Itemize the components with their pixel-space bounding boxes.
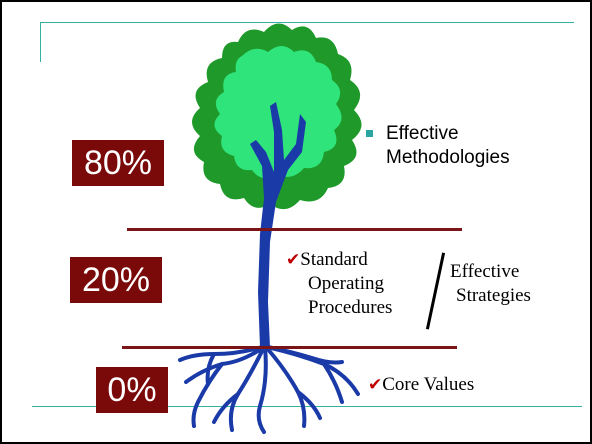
level-line-lower bbox=[122, 346, 457, 349]
checkmark-icon: ✔ bbox=[286, 250, 301, 270]
canopy-text-line2: Methodologies bbox=[386, 147, 510, 168]
sop-text: ✔Standard Operating Procedures bbox=[286, 248, 392, 320]
sop-text-line2: Operating bbox=[308, 273, 384, 294]
canopy-text: Effective Methodologies bbox=[386, 122, 510, 170]
strategies-text-line2: Strategies bbox=[456, 285, 531, 306]
tree-trunk bbox=[250, 102, 306, 347]
sop-text-line1: Standard bbox=[300, 249, 368, 270]
level-line-upper bbox=[127, 228, 462, 231]
core-values-text: ✔Core Values bbox=[368, 373, 474, 397]
percent-label-0: 0% bbox=[96, 367, 168, 413]
left-decor-line bbox=[40, 22, 41, 62]
strategies-text-line1: Effective bbox=[450, 261, 520, 282]
percent-label-80: 80% bbox=[72, 140, 164, 186]
checkmark-icon: ✔ bbox=[368, 375, 383, 395]
sop-text-line3: Procedures bbox=[308, 297, 393, 318]
bottom-decor-line bbox=[32, 406, 582, 407]
tree-roots bbox=[178, 345, 360, 434]
strategies-text: Effective Strategies bbox=[450, 260, 531, 308]
top-decor-line bbox=[40, 22, 574, 23]
square-bullet-icon bbox=[366, 130, 373, 137]
canopy-text-line1: Effective bbox=[386, 123, 459, 144]
core-values-label: Core Values bbox=[382, 374, 475, 395]
percent-label-20: 20% bbox=[70, 257, 162, 303]
